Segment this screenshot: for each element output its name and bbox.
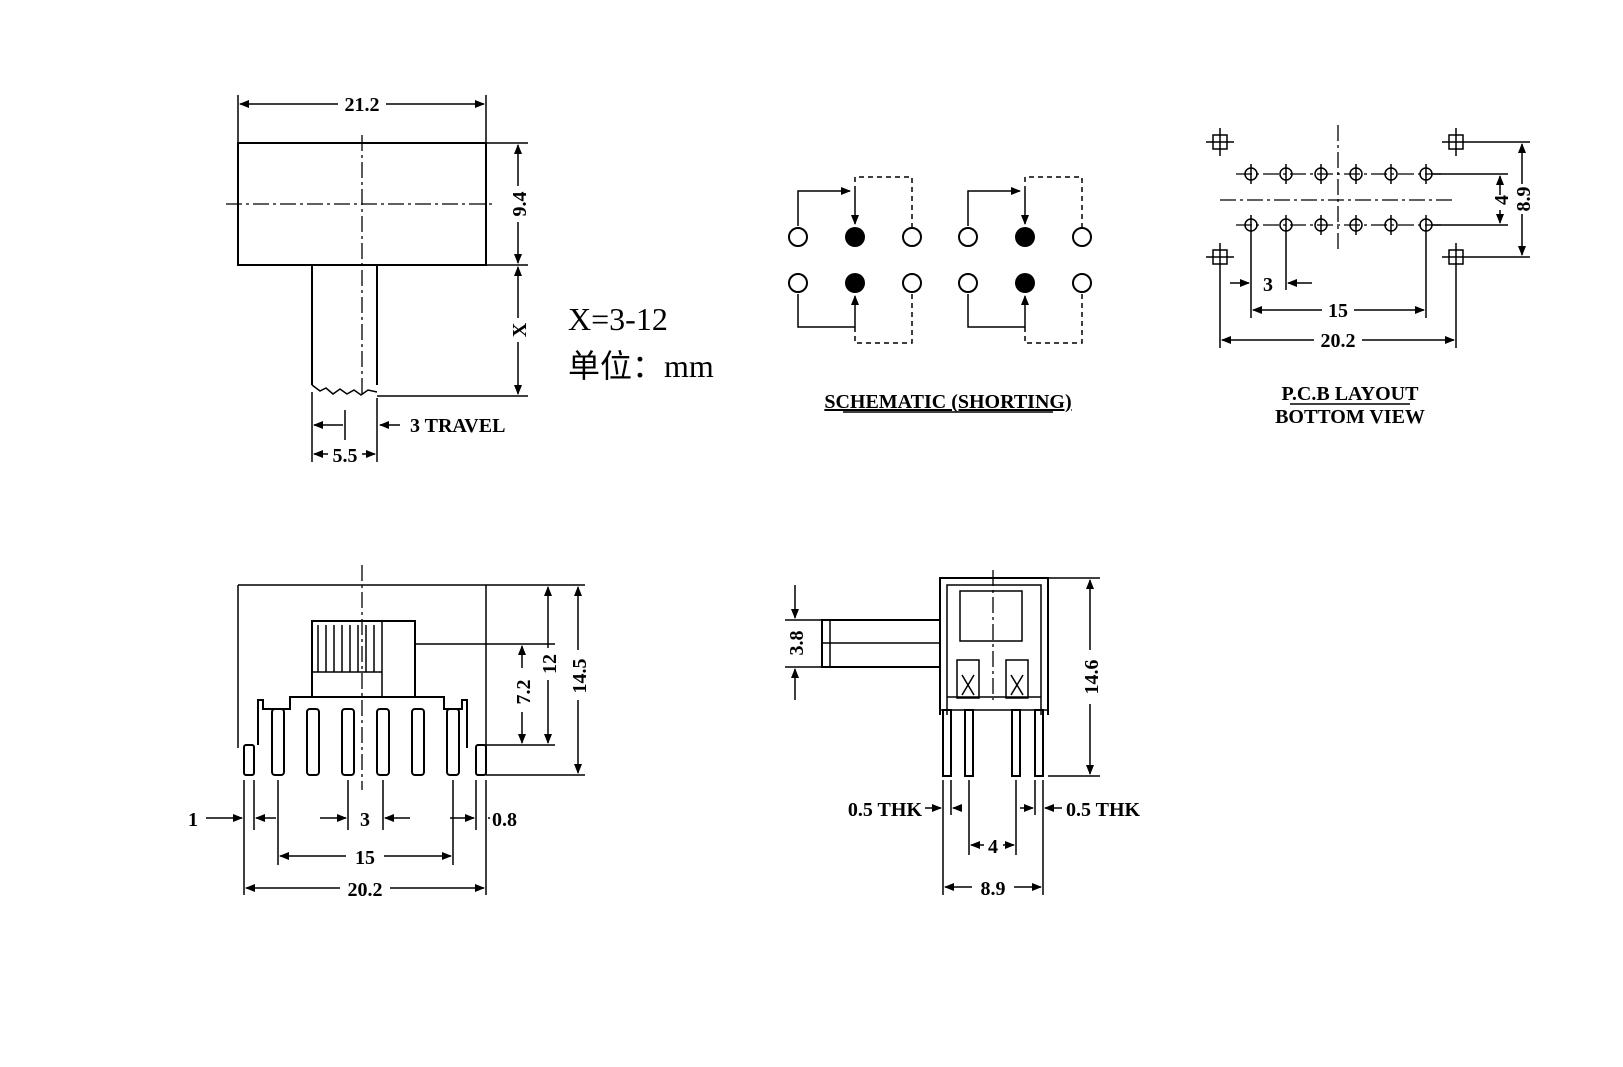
pcb-pin-span-label: 15 bbox=[1328, 300, 1348, 322]
terminal-common bbox=[845, 273, 865, 293]
side-width-label: 8.9 bbox=[981, 878, 1006, 900]
height-9-4-label: 9.4 bbox=[509, 192, 531, 217]
schematic: SCHEMATIC (SHORTING) bbox=[788, 176, 1092, 413]
terminal-common bbox=[1015, 273, 1035, 293]
pcb-caption-line1: P.C.B LAYOUT bbox=[1282, 383, 1420, 405]
terminal-open bbox=[788, 273, 808, 293]
side-thk-right-label: 0.5 THK bbox=[1066, 799, 1141, 821]
side-knob-height-label: 3.8 bbox=[786, 631, 808, 656]
side-height-label: 14.6 bbox=[1081, 660, 1103, 695]
stroke-x-label: X bbox=[509, 322, 531, 337]
terminal-pins bbox=[243, 708, 487, 776]
terminal-open bbox=[788, 227, 808, 247]
front-pin-width-label: 1 bbox=[188, 809, 198, 831]
knob-grip-lines bbox=[312, 621, 383, 697]
front-pin-span-label: 15 bbox=[355, 847, 375, 869]
mount-hole bbox=[1442, 128, 1470, 156]
unit-note-text: 单位：mm bbox=[568, 348, 714, 384]
mount-hole bbox=[1442, 243, 1470, 271]
unit-note: X=3-12 单位：mm bbox=[568, 301, 714, 384]
terminal-open bbox=[958, 273, 978, 293]
pcb-layout: 4 8.9 3 15 20.2 P.C.B LAYOUT BOTTOM VIEW bbox=[1206, 125, 1535, 428]
side-pins bbox=[942, 709, 1044, 777]
front-height-14-5-label: 14.5 bbox=[569, 659, 591, 694]
terminal-open bbox=[902, 273, 922, 293]
pcb-height-label: 8.9 bbox=[1513, 187, 1535, 212]
stem-break-line bbox=[311, 384, 378, 396]
schematic-caption: SCHEMATIC (SHORTING) bbox=[824, 391, 1071, 413]
terminal-common bbox=[1015, 227, 1035, 247]
travel-label: 3 TRAVEL bbox=[410, 415, 505, 437]
actuator-knob bbox=[311, 620, 416, 698]
front-mount-span-label: 20.2 bbox=[348, 879, 383, 901]
front-view: 14.5 12 7.2 1 3 0.8 15 20.2 bbox=[188, 565, 591, 901]
housing-outline bbox=[257, 696, 468, 748]
front-height-7-2-label: 7.2 bbox=[513, 680, 535, 705]
side-view: 3.8 14.6 0.5 THK 0.5 THK 4 8.9 bbox=[785, 570, 1141, 900]
pcb-pitch-label: 3 bbox=[1263, 274, 1273, 296]
stem-width-label: 5.5 bbox=[333, 445, 358, 467]
width-21-2-label: 21.2 bbox=[345, 94, 380, 116]
x-range-note: X=3-12 bbox=[568, 301, 668, 337]
side-thk-left-label: 0.5 THK bbox=[848, 799, 923, 821]
side-housing bbox=[939, 577, 1049, 715]
terminal-open bbox=[1072, 227, 1092, 247]
terminal-common bbox=[845, 227, 865, 247]
front-height-12-label: 12 bbox=[539, 654, 561, 674]
pcb-row-spacing-label: 4 bbox=[1491, 195, 1513, 205]
terminal-open bbox=[958, 227, 978, 247]
terminal-open bbox=[902, 227, 922, 247]
pcb-caption-line2: BOTTOM VIEW bbox=[1275, 406, 1425, 428]
front-pitch-label: 3 bbox=[360, 809, 370, 831]
terminal-open bbox=[1072, 273, 1092, 293]
mount-hole bbox=[1206, 128, 1234, 156]
side-row-spacing-label: 4 bbox=[988, 836, 998, 858]
pcb-mount-span-label: 20.2 bbox=[1321, 330, 1356, 352]
front-tab-width-label: 0.8 bbox=[492, 809, 517, 831]
mount-hole bbox=[1206, 243, 1234, 271]
top-view: 21.2 9.4 X 3 TRAVEL 5.5 bbox=[226, 94, 531, 467]
